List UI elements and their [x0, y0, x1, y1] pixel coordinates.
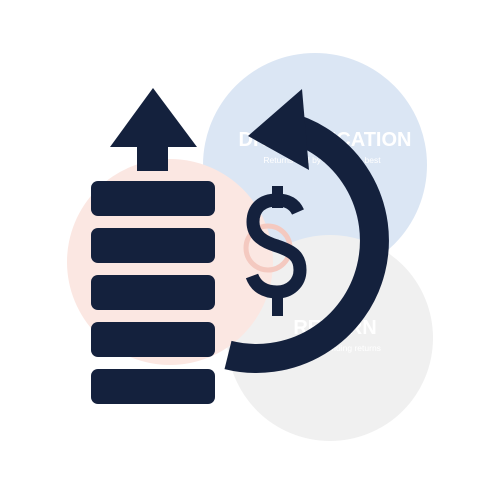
up-arrow-icon: [110, 88, 197, 171]
circular-arrow-icon: [224, 89, 389, 373]
coin-layer: [91, 275, 215, 310]
coin-layer: [91, 369, 215, 404]
coin-layer: [91, 322, 215, 357]
dollar-sign-icon: [245, 186, 307, 316]
coin-layer: [91, 181, 215, 216]
coin-stack-icon: [91, 181, 215, 404]
coin-layer: [91, 228, 215, 263]
